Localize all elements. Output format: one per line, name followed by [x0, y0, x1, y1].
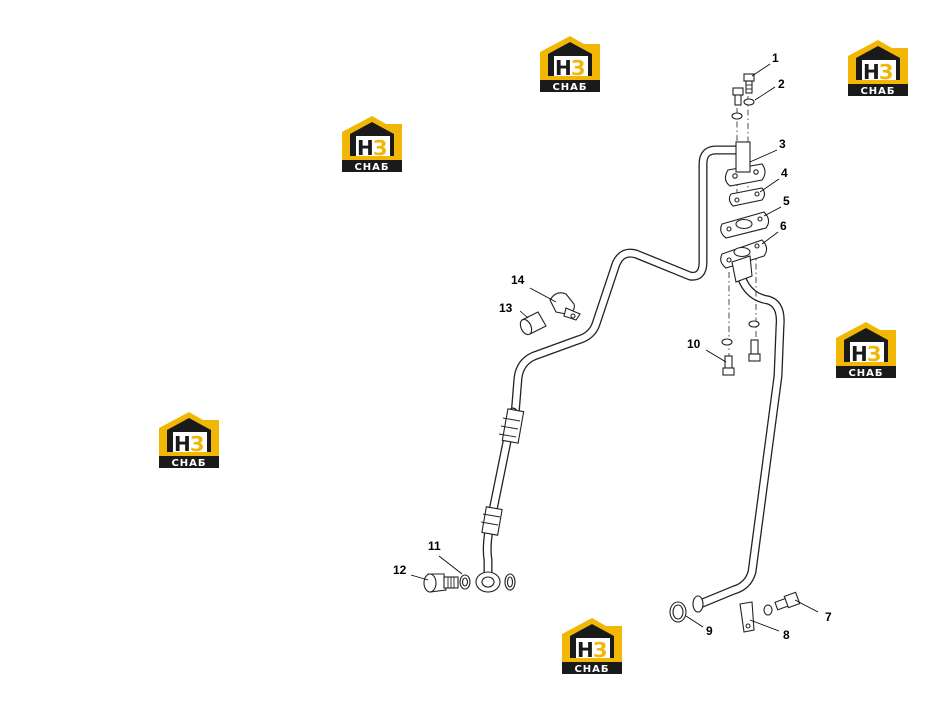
watermark-letter-accent: З [879, 60, 893, 84]
callout-8: 8 [783, 628, 790, 642]
callout-3: 3 [779, 137, 786, 151]
bolt-1 [743, 73, 755, 94]
washer-10 [721, 320, 760, 346]
gasket-4 [728, 187, 766, 207]
callout-13: 13 [499, 301, 513, 315]
watermark-letter-accent: З [571, 56, 585, 80]
hose-sleeve-lower [480, 506, 503, 536]
callout-9: 9 [706, 624, 713, 638]
watermark-letter-accent: З [373, 136, 387, 160]
bolt-10 [722, 339, 761, 376]
callout-6: 6 [780, 219, 787, 233]
watermark-letter-main: Н [851, 342, 868, 366]
flange-6 [720, 239, 768, 283]
callout-labels: 1 2 3 4 5 6 7 8 9 10 11 12 13 14 [393, 51, 832, 642]
clip-14 [549, 292, 581, 321]
callout-11: 11 [428, 539, 441, 553]
watermark-caption: СНАБ [171, 458, 206, 469]
oil-return-pipe [695, 257, 785, 609]
watermark-caption: СНАБ [574, 664, 609, 675]
pipe-end [692, 595, 704, 613]
bracket-8 [739, 601, 755, 633]
watermark-caption: СНАБ [860, 86, 895, 97]
flange-3 [724, 141, 766, 187]
seal-ring-9 [669, 601, 687, 623]
bolt-7 [774, 591, 801, 611]
banjo-fitting [475, 571, 516, 593]
hose-sleeve-upper [498, 408, 525, 444]
washer-11 [459, 574, 471, 590]
callout-14: 14 [511, 273, 525, 287]
banjo-bolt-12 [423, 573, 459, 593]
washer-2 [731, 98, 755, 120]
callout-2: 2 [778, 77, 785, 91]
gasket-5 [720, 211, 770, 239]
watermark-letter-accent: З [867, 342, 881, 366]
callout-4: 4 [781, 166, 788, 180]
watermark-caption: СНАБ [354, 162, 389, 173]
leader-lines [410, 63, 819, 632]
callout-7: 7 [825, 610, 832, 624]
watermark-letter-main: Н [357, 136, 374, 160]
watermark-letter-main: Н [577, 638, 594, 662]
rubber-sleeve-13 [519, 311, 547, 336]
oil-feed-pipe [482, 145, 747, 577]
callout-5: 5 [783, 194, 790, 208]
watermark-caption: СНАБ [848, 368, 883, 379]
bolt-1b [732, 87, 744, 106]
watermark-letter-accent: З [593, 638, 607, 662]
washer-7 [763, 604, 773, 616]
callout-10: 10 [687, 337, 701, 351]
watermark-caption: СНАБ [552, 82, 587, 93]
callout-1: 1 [772, 51, 779, 65]
watermark-letter-main: Н [863, 60, 880, 84]
watermark-letter-main: Н [174, 432, 191, 456]
watermark-letter-accent: З [190, 432, 204, 456]
watermark-letter-main: Н [555, 56, 572, 80]
callout-12: 12 [393, 563, 407, 577]
